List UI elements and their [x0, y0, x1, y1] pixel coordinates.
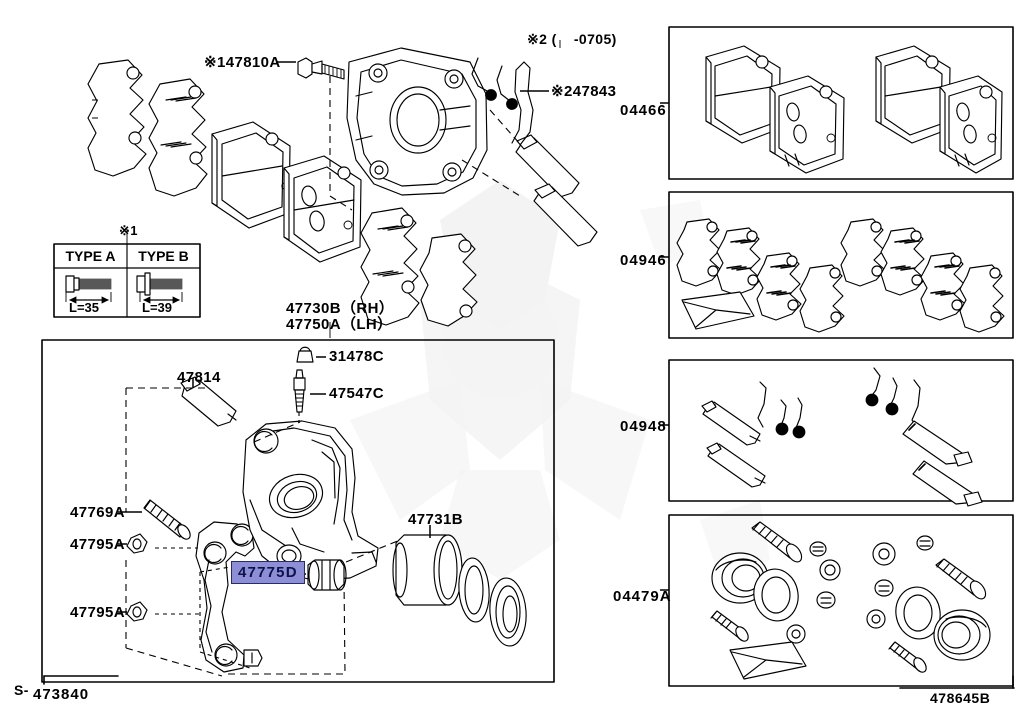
type-table-marker: ※1	[119, 223, 138, 238]
type-a-header: TYPE A	[65, 248, 116, 264]
pin-boot-47769a	[118, 499, 191, 540]
note-2-date-range: ※2 ( -0705)	[527, 31, 617, 47]
footer-sheet-number: 473840	[33, 686, 90, 703]
caliper-mounting-bracket	[195, 521, 263, 673]
grease-packet-seal-kit	[729, 641, 807, 680]
panel-04948-box	[668, 359, 1014, 502]
pad-clip-springs	[471, 57, 534, 146]
panel-04946-box	[668, 191, 1014, 339]
bolt-47810a	[297, 57, 345, 80]
callout-47775d-highlighted[interactable]: 47775D	[231, 561, 305, 584]
piston-seal-set-47731b	[392, 525, 527, 647]
callout-47731b: 47731B	[408, 511, 463, 528]
callout-47547c: 47547C	[329, 385, 384, 402]
callout-47769a: 47769A	[70, 504, 125, 521]
type-b-bolt-glyph	[136, 272, 183, 304]
shim-kit-contents	[676, 218, 1005, 333]
bleeder-cap-31478c	[296, 346, 326, 363]
callout-47730b-rh: 47730B（RH）	[286, 300, 395, 317]
seal-kit-contents	[710, 521, 991, 680]
footer-sheet-prefix: S-	[14, 682, 29, 698]
callout-47814: 47814	[177, 369, 221, 386]
callout-47795a-upper: 47795A	[70, 536, 125, 553]
bushing-upper-47795a	[118, 533, 148, 554]
front-pad-exploded-group	[87, 40, 598, 327]
grease-packet	[681, 291, 755, 330]
caliper-body-47730b	[242, 420, 379, 581]
pad-kit-contents	[705, 45, 1003, 174]
kit-number-04946: 04946	[620, 252, 667, 269]
type-b-header: TYPE B	[138, 248, 189, 264]
kit-number-04479a: 04479A	[613, 588, 672, 605]
callout-47810a: ※147810A	[204, 54, 281, 71]
type-a-length: L=35	[69, 300, 99, 315]
caliper-slide-bolts	[515, 134, 598, 247]
slide-pin-47814	[180, 376, 237, 427]
callout-47795a-lower: 47795A	[70, 604, 125, 621]
callout-47843: ※247843	[551, 83, 617, 100]
callout-47750a-lh: 47750A（LH）	[286, 316, 393, 333]
kit-panels	[660, 26, 1014, 687]
type-b-length: L=39	[142, 300, 172, 315]
kit-number-04466: 04466	[620, 102, 667, 119]
footer-rule	[43, 675, 1015, 689]
bushing-lower-47795a	[118, 601, 148, 622]
bleeder-screw-47547c	[293, 369, 326, 424]
kit-number-04948: 04948	[620, 418, 667, 435]
callout-31478c: 31478C	[329, 348, 384, 365]
footer-drawing-code: 478645B	[930, 690, 991, 706]
caliper-assembly-group	[42, 322, 554, 677]
fitting-kit-contents	[701, 367, 983, 507]
type-a-bolt-glyph	[65, 275, 112, 304]
panel-04479a-box	[668, 514, 1014, 687]
type-table-frame	[53, 229, 201, 318]
